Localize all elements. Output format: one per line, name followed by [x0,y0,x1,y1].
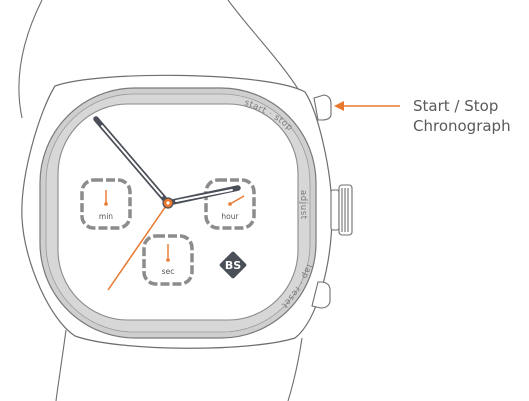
lap-reset-pusher[interactable] [311,281,331,309]
strap-bottom-left-edge [55,329,67,401]
brand-logo-text: BS [225,259,241,272]
subdial-hours-label: hour [221,212,239,221]
subdial-minutes: min [80,178,132,230]
chrono-second-hand [107,202,169,291]
main-hands [93,116,241,291]
subdial-hours-hand [229,195,245,205]
watch-strap [18,0,303,401]
strap-top-right-edge [227,0,301,93]
callout-label-chronograph: Chronograph [413,117,511,135]
strap-top-left-edge [18,0,43,119]
callout-label-start-stop: Start / Stop [413,97,498,115]
subdial-minutes-label: min [99,212,113,221]
callout-arrowhead [334,101,344,111]
strap-bottom-right-edge [287,337,303,401]
subdial-seconds-label: sec [162,267,175,276]
start-stop-pusher[interactable] [313,94,332,121]
subdial-seconds: sec [142,234,194,286]
start-stop-callout: Start / Stop Chronograph [334,97,511,135]
bezel-label-adjust: adjust [298,190,308,220]
side-controls [311,94,353,309]
brand-logo-badge: BS [219,251,247,279]
crown[interactable] [330,184,353,236]
